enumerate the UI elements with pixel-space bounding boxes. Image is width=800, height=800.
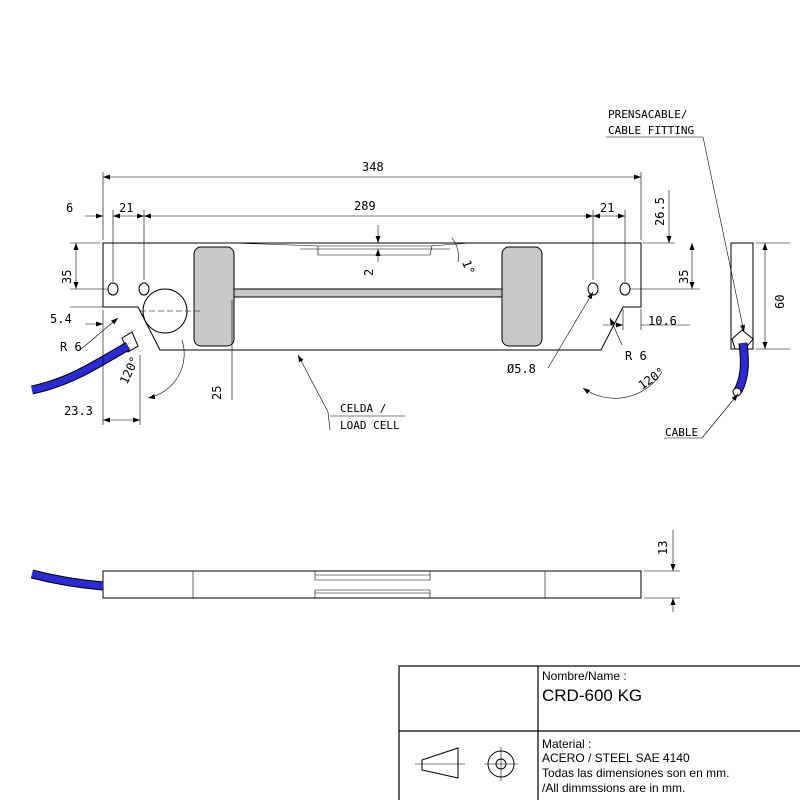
dim-total-length: 348 <box>362 160 384 174</box>
top-notch <box>231 242 471 247</box>
name-label: Nombre/Name : <box>542 669 627 683</box>
note-english: /All dimmssions are in mm. <box>542 781 685 795</box>
hole-left-2 <box>138 282 150 296</box>
right-pocket <box>501 246 543 347</box>
dim-radius-right: R 6 <box>625 349 647 363</box>
dim-gap: 2 <box>362 269 376 276</box>
load-cell-label-2: LOAD CELL <box>340 419 400 432</box>
material-label: Material : <box>542 737 591 751</box>
dim-thickness: 13 <box>656 541 670 555</box>
side-view: 60 PRENSACABLE/ CABLE FITTING CABLE <box>606 108 790 439</box>
dim-angle-left: 120° <box>117 354 142 386</box>
cable-fitting-label-1: PRENSACABLE/ <box>608 108 687 121</box>
dim-angle-right: 120° <box>636 364 668 392</box>
dim-depth: 25 <box>210 386 224 400</box>
cable-fitting-label-2: CABLE FITTING <box>608 124 694 137</box>
hole-right-2 <box>619 282 631 296</box>
title-block: Nombre/Name : CRD-600 KG Material : ACER… <box>398 665 800 800</box>
dim-left-edge: 6 <box>66 201 73 215</box>
dim-left-hole: 21 <box>119 201 133 215</box>
dim-side-height: 60 <box>773 295 787 309</box>
projection-symbol-icon <box>415 747 518 781</box>
dim-right-hole: 21 <box>600 201 614 215</box>
top-view: 348 289 6 21 21 26.5 35 35 5.4 <box>31 160 700 432</box>
name-value: CRD-600 KG <box>542 686 642 705</box>
left-pocket <box>193 246 235 347</box>
dim-right-bottom: 10.6 <box>648 314 677 328</box>
hole-right-1 <box>587 282 599 296</box>
dim-right-height: 35 <box>677 270 691 284</box>
dim-left-bottom: 5.4 <box>50 312 72 326</box>
hole-left-1 <box>107 282 119 296</box>
gauge-recess <box>317 245 433 256</box>
dim-cable-offset: 23.3 <box>64 404 93 418</box>
dim-hole-diameter: Ø5.8 <box>507 362 536 376</box>
dim-left-height: 35 <box>60 270 74 284</box>
dim-angle-top: 1° <box>459 258 477 276</box>
center-bar <box>233 288 503 298</box>
dim-top-offset: 26.5 <box>653 197 667 226</box>
note-spanish: Todas las dimensiones son en mm. <box>542 766 729 780</box>
bottom-view: 13 <box>30 530 680 612</box>
load-cell-body <box>102 242 642 351</box>
dim-inner-length: 289 <box>354 199 376 213</box>
dim-radius-left: R 6 <box>60 340 82 354</box>
load-cell-label-1: CELDA / <box>340 402 386 415</box>
cable-label: CABLE <box>665 426 698 439</box>
material-value: ACERO / STEEL SAE 4140 <box>542 751 690 765</box>
